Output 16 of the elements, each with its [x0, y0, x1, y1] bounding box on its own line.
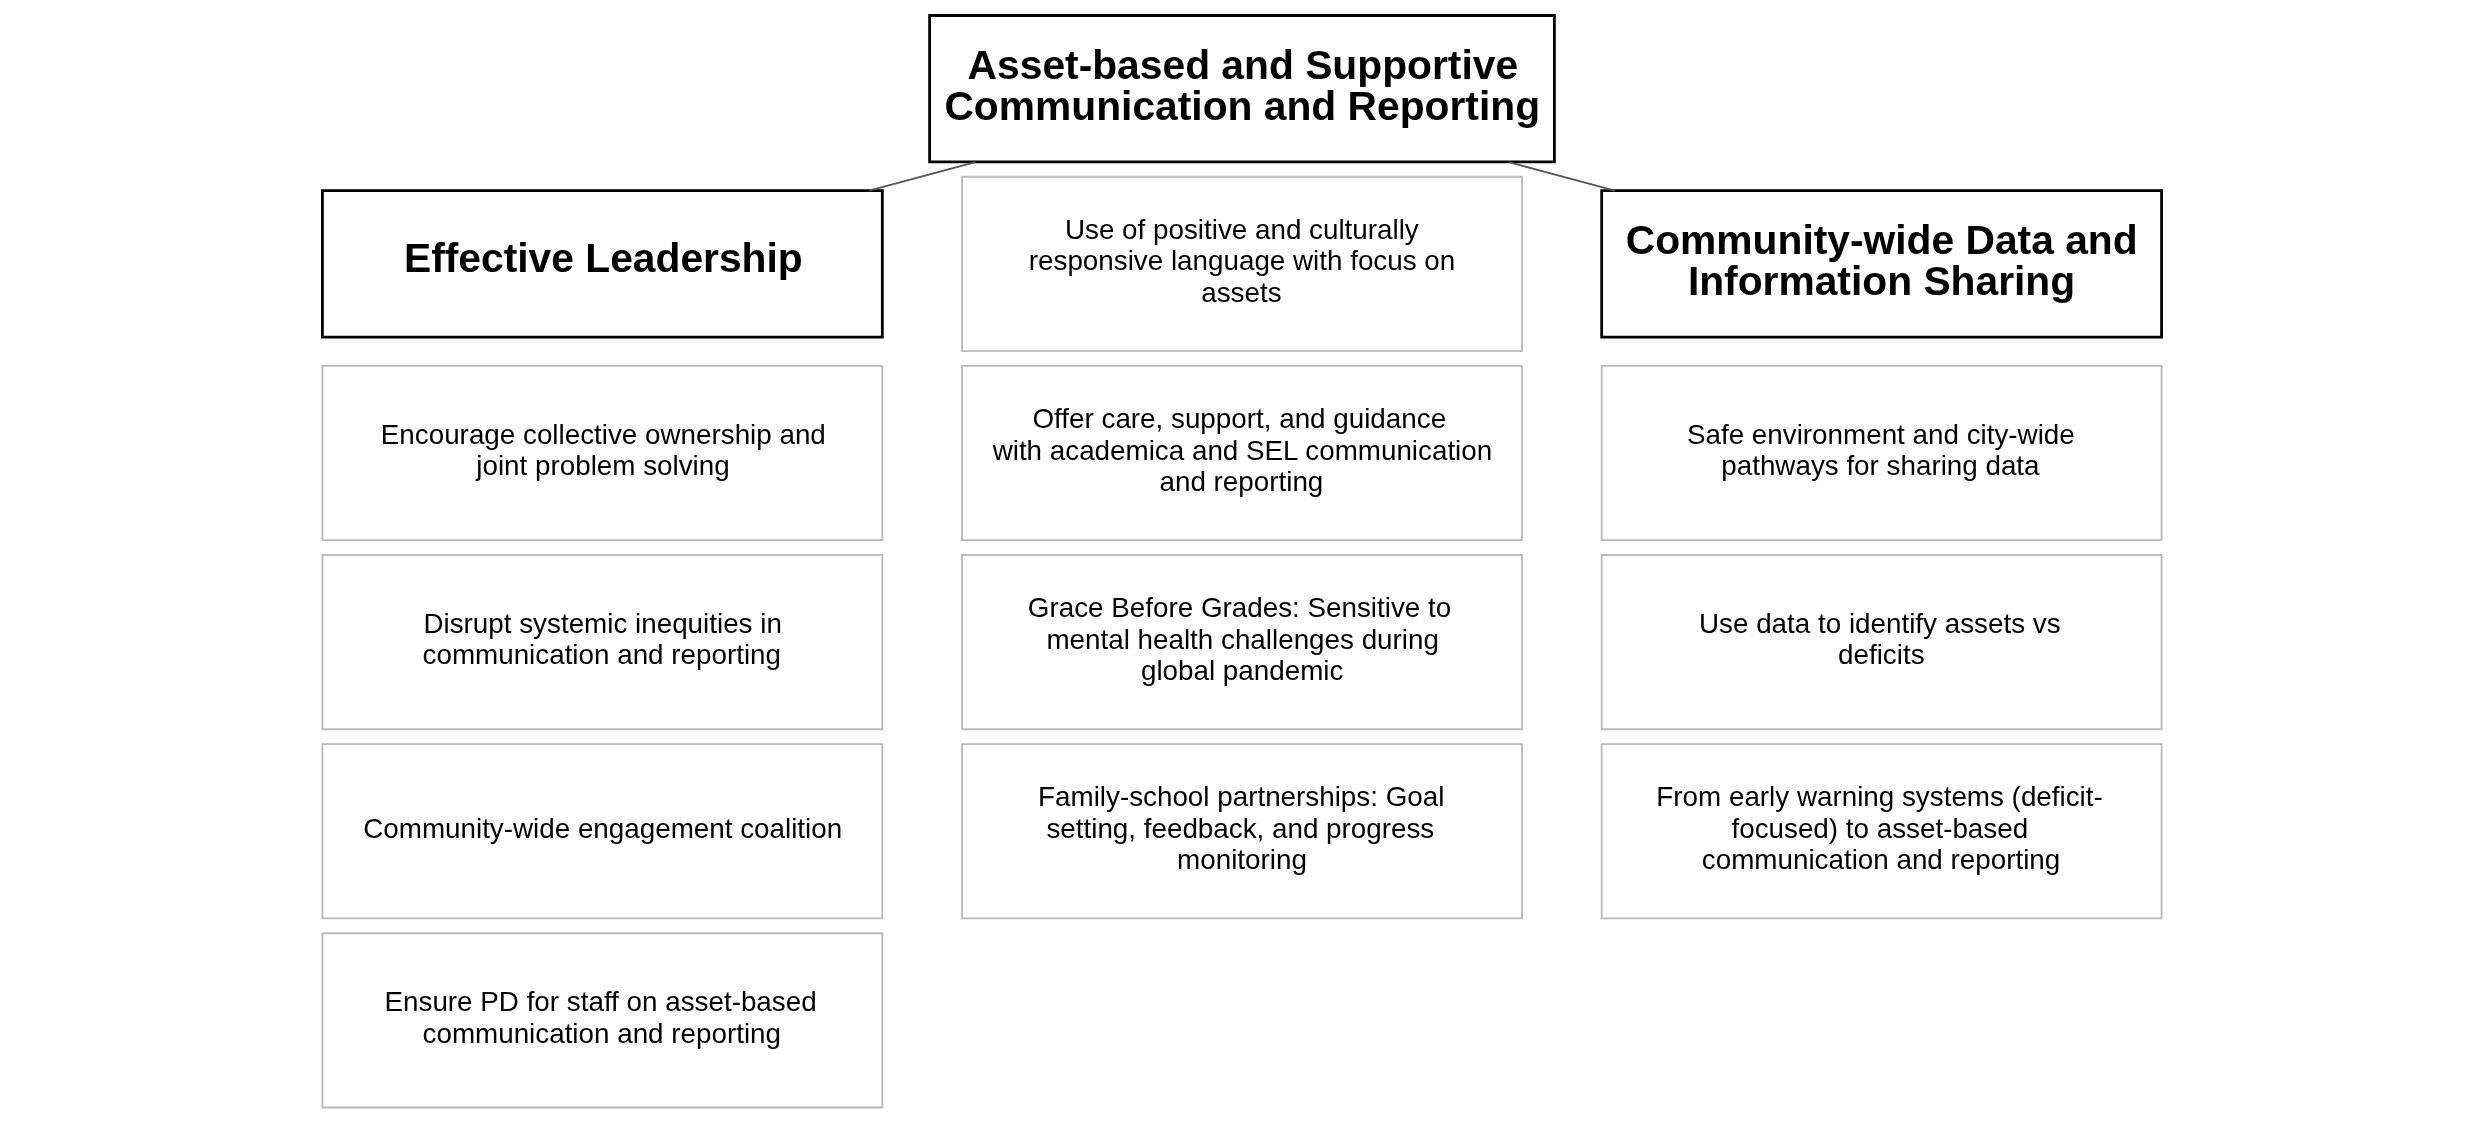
connector — [1507, 161, 1616, 192]
node-box: Encourage collective ownership and joint problem solving — [321, 364, 884, 542]
node-box: From early warning systems (deficit-focused) to asset-based communication and reporting — [1600, 743, 2163, 920]
node-box: Use of positive and culturally responsive language with focus on assets — [961, 175, 1523, 352]
node-box: Disrupt systemic inequities in communication and reporting — [321, 554, 884, 731]
node-box: Offer care, support, and guidance with academica and SEL communication and reporting — [961, 364, 1523, 542]
connector — [868, 161, 977, 192]
node-box: Asset-based and Supportive Communication and Reporting — [928, 14, 1556, 164]
node-box: Community-wide engagement coalition — [321, 743, 884, 920]
node-box: Family-school partnerships: Goal setting, feedback, and progress monitoring — [961, 743, 1523, 920]
node-box: Community-wide Data and Information Sharing — [1600, 189, 2163, 339]
node-box: Safe environment and city-wide pathways for sharing data — [1600, 364, 2163, 542]
node-box: Grace Before Grades: Sensitive to mental health challenges during global pandemic — [961, 554, 1523, 731]
node-box: Ensure PD for staff on asset-based communication and reporting — [321, 932, 884, 1109]
node-box: Effective Leadership — [321, 189, 884, 339]
node-box: Use data to identify assets vs deficits — [1600, 554, 2163, 731]
